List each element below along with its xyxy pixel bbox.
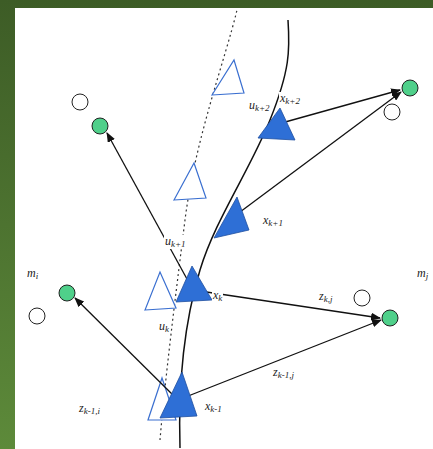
true-path bbox=[180, 20, 289, 448]
landmarks bbox=[29, 80, 418, 326]
predicted-poses bbox=[145, 60, 244, 420]
robot-poses bbox=[160, 108, 295, 418]
pose-label: xk bbox=[212, 289, 223, 303]
control-label: uk+1 bbox=[164, 235, 187, 249]
measurement-label: zk-1,i bbox=[78, 402, 101, 416]
pose-label: xk+2 bbox=[279, 92, 301, 106]
landmark-label: mj bbox=[416, 267, 429, 281]
observations bbox=[75, 90, 401, 400]
landmark-label: mi bbox=[26, 267, 39, 281]
pose-label: xk+1 bbox=[262, 214, 284, 228]
control-label: uk bbox=[158, 320, 170, 334]
measurement-label: zk-1,j bbox=[272, 366, 295, 380]
control-label: uk+2 bbox=[248, 99, 271, 113]
panel bbox=[15, 8, 433, 449]
pose-label: xk-1 bbox=[204, 400, 223, 414]
measurement-label: zk,j bbox=[318, 290, 333, 304]
